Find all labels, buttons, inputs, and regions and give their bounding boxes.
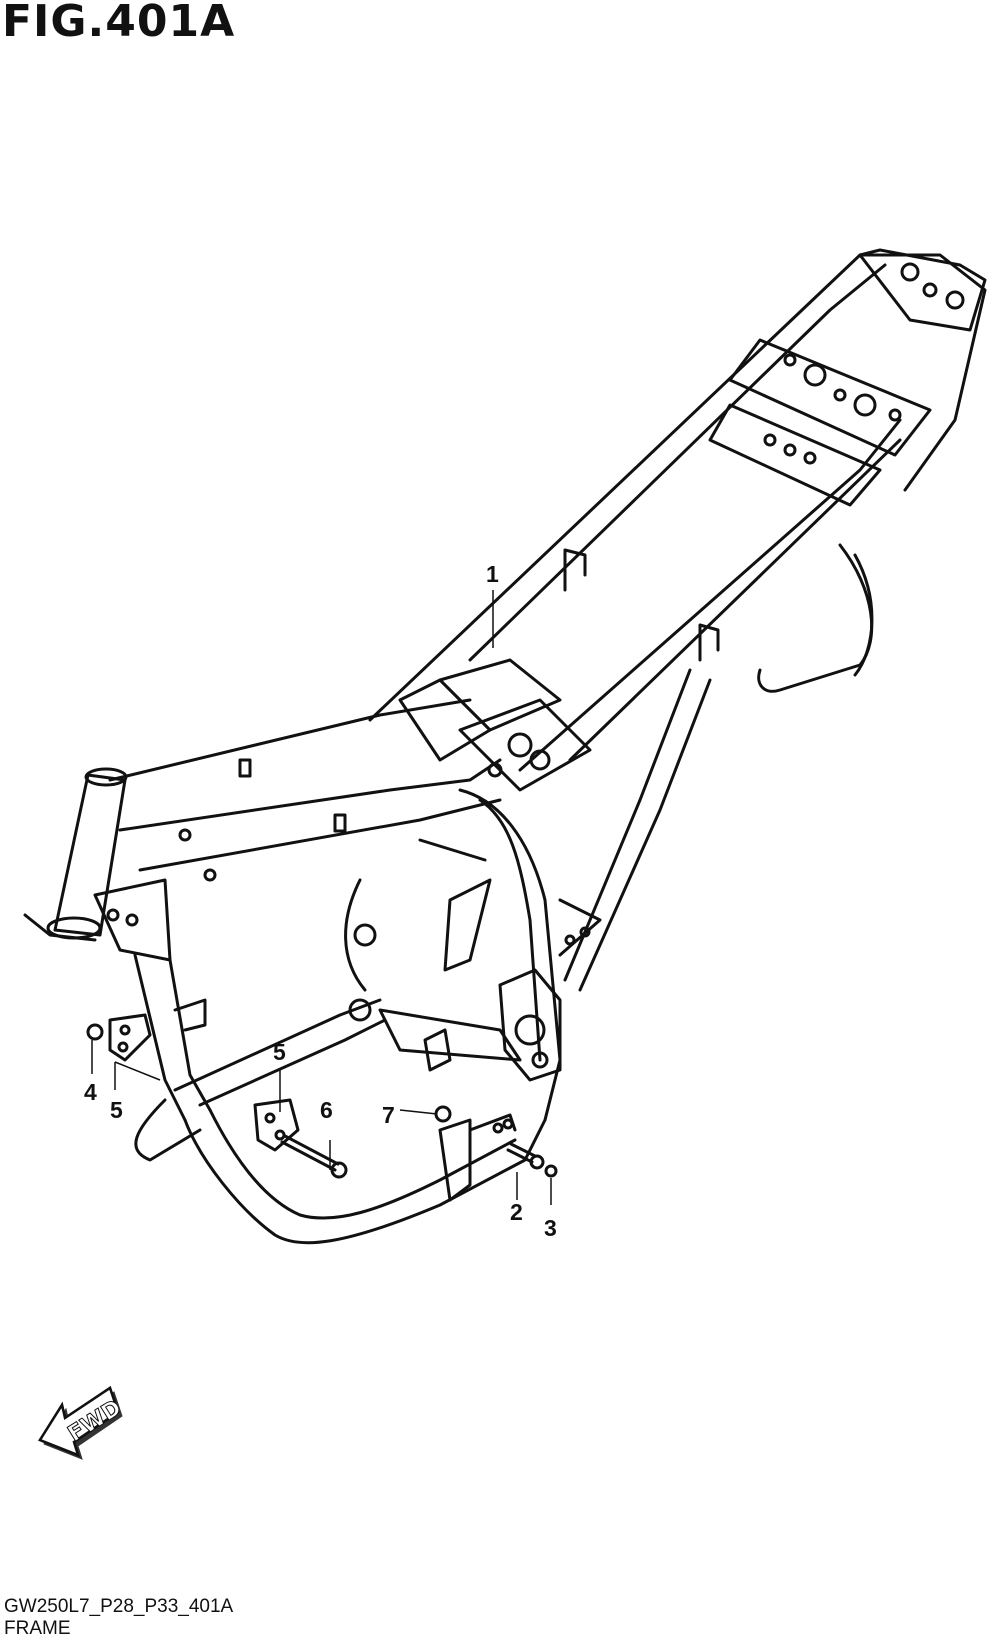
figure-code: GW250L7_P28_P33_401A	[4, 1596, 234, 1617]
frame-drawing	[23, 248, 987, 1245]
leader-lines	[91, 590, 552, 1205]
callout-5-right: 5	[273, 1039, 286, 1065]
callout-2: 2	[510, 1199, 523, 1225]
callout-7: 7	[382, 1102, 395, 1128]
callout-6: 6	[320, 1097, 333, 1123]
callout-1: 1	[486, 561, 499, 587]
figure-name: FRAME	[4, 1618, 71, 1639]
callout-4: 4	[84, 1079, 97, 1105]
callout-5-left: 5	[110, 1097, 123, 1123]
callout-3: 3	[544, 1215, 557, 1241]
fwd-arrow-icon: FWD	[38, 1386, 126, 1460]
figure-title: FIG.401A	[2, 0, 236, 47]
